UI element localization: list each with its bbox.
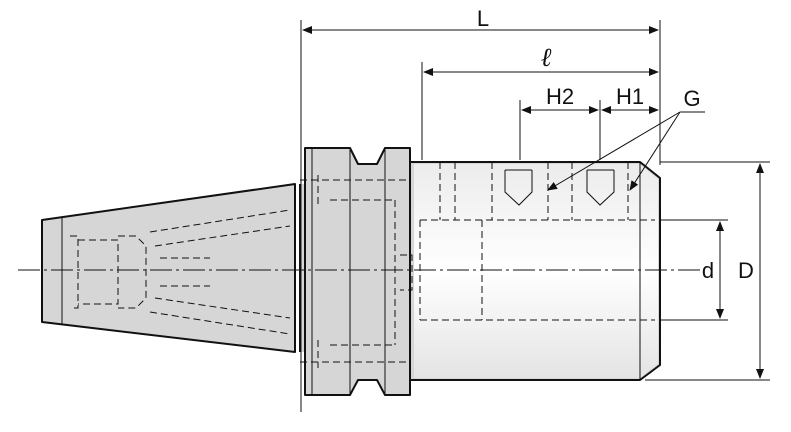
label-d: d <box>702 258 714 283</box>
dimension-lines <box>302 26 764 379</box>
label-H2: H2 <box>546 84 574 109</box>
label-l: ℓ <box>541 43 552 72</box>
taper-shank <box>41 183 296 353</box>
label-L: L <box>477 6 489 31</box>
shaft-body <box>410 161 661 381</box>
label-G: G <box>683 86 700 111</box>
extension-lines <box>300 20 770 412</box>
label-H1: H1 <box>616 84 644 109</box>
flange <box>299 147 413 396</box>
body-shading <box>42 148 660 395</box>
label-D: D <box>738 258 754 283</box>
